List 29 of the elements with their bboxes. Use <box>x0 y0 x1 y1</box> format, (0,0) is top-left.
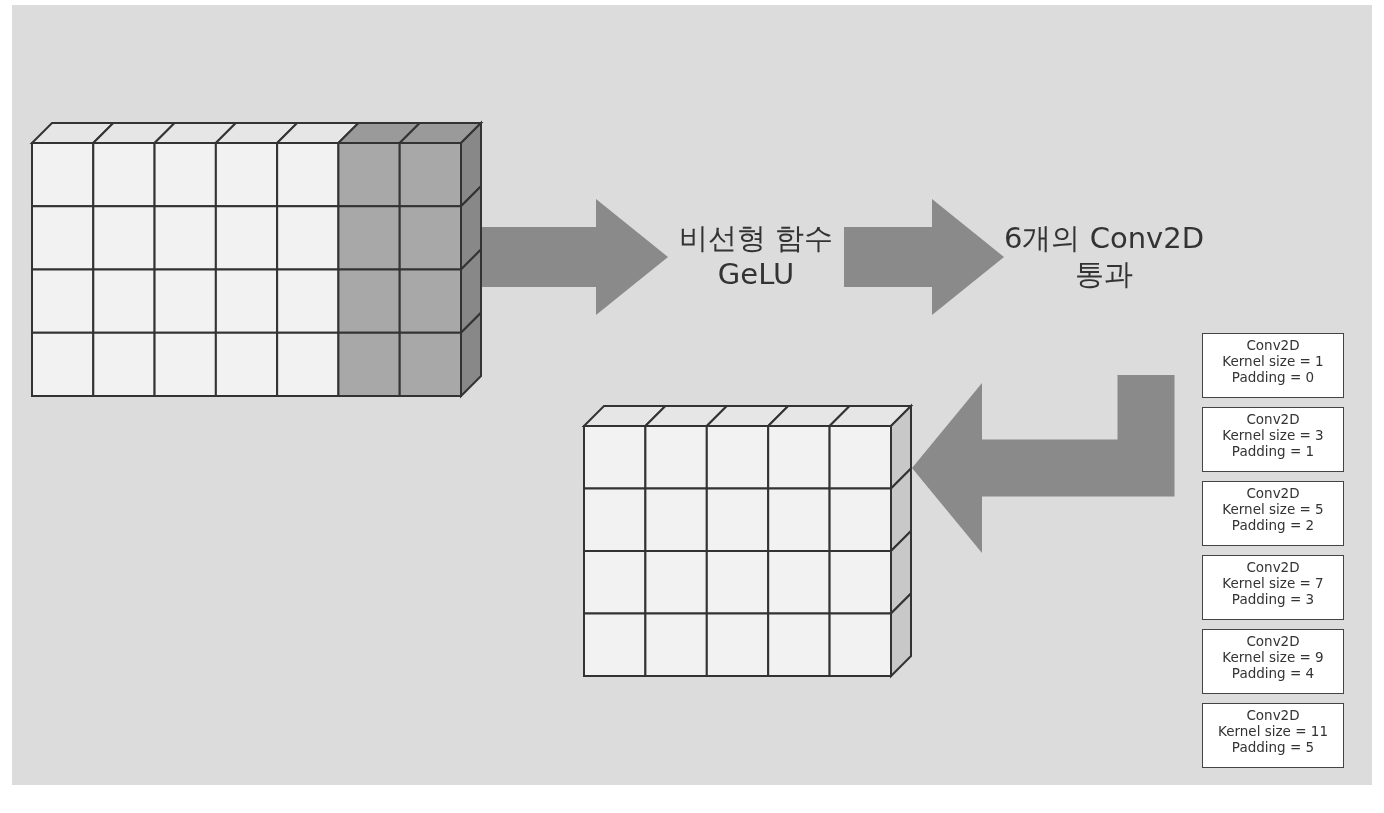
layer-text: Kernel size = 9 <box>1221 649 1325 665</box>
layer-text: Kernel size = 3 <box>1221 427 1325 443</box>
layer-text: Conv2D <box>1245 411 1301 427</box>
layer-text: Kernel size = 7 <box>1221 575 1325 591</box>
layer-text: Padding = 4 <box>1230 665 1316 681</box>
block-arrow <box>844 199 1004 315</box>
step-label: 6개의 Conv2D 통과 <box>1004 220 1204 292</box>
block-arrow <box>482 199 668 315</box>
layer-box <box>1202 555 1344 620</box>
layer-box <box>1202 703 1344 768</box>
layer-text: Kernel size = 1 <box>1221 353 1325 369</box>
layer-text: Padding = 0 <box>1230 369 1316 385</box>
layer-text: Kernel size = 11 <box>1217 723 1329 739</box>
layer-text: Conv2D <box>1245 485 1301 501</box>
layer-text: Conv2D <box>1245 707 1301 723</box>
layer-box <box>1202 481 1344 546</box>
layer-text: Conv2D <box>1245 337 1301 353</box>
layer-box <box>1202 629 1344 694</box>
layer-text: Conv2D <box>1245 633 1301 649</box>
layer-text: Conv2D <box>1245 559 1301 575</box>
layer-box <box>1202 407 1344 472</box>
block-arrow <box>912 375 1175 553</box>
layer-text: Padding = 1 <box>1230 443 1316 459</box>
layer-box <box>1202 333 1344 398</box>
layer-text: Padding = 3 <box>1230 591 1316 607</box>
layer-text: Kernel size = 5 <box>1221 501 1325 517</box>
layer-text: Padding = 5 <box>1230 739 1316 755</box>
step-label: 비선형 함수 GeLU <box>677 220 835 292</box>
layer-text: Padding = 2 <box>1230 517 1316 533</box>
